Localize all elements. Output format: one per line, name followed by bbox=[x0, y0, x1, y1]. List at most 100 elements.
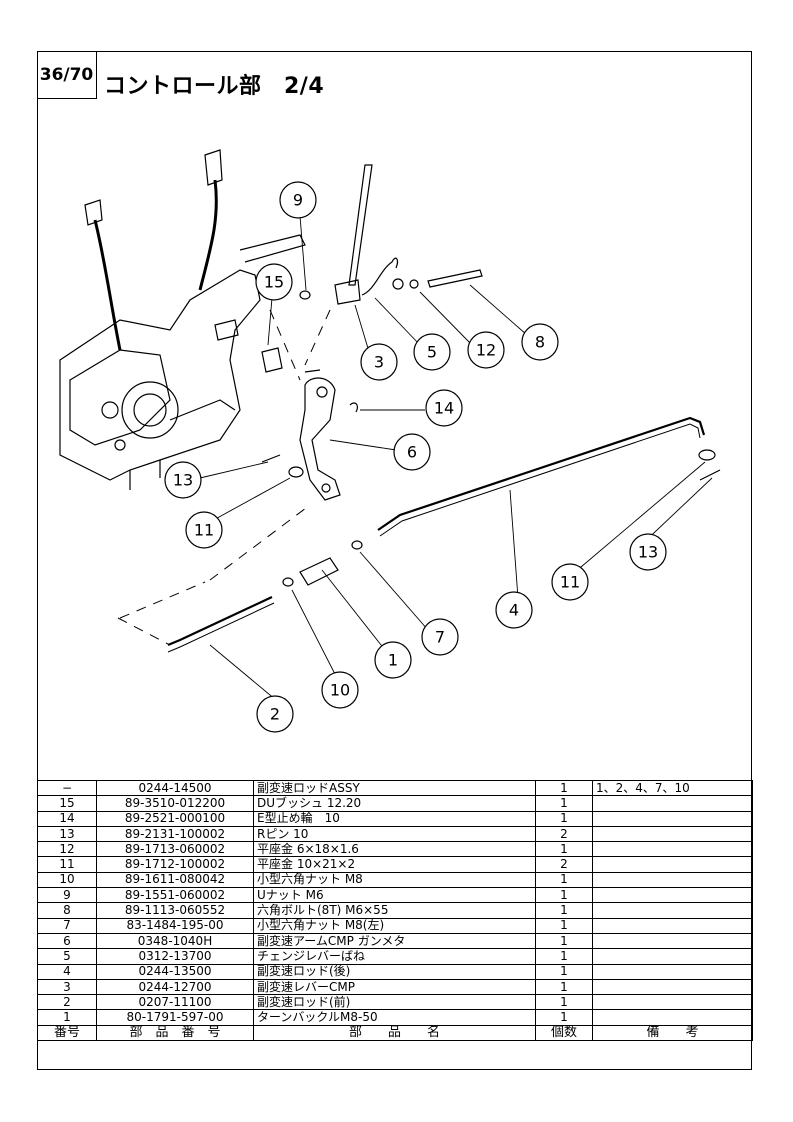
col-header-qty: 個数 bbox=[535, 1024, 593, 1042]
cell-remarks: 1、2、4、7、10 bbox=[592, 779, 753, 797]
page-frame bbox=[37, 51, 752, 1070]
cell-remarks bbox=[592, 887, 753, 904]
col-header-part-name: 部 品 名 bbox=[253, 1024, 536, 1042]
cell-part-number: 89-1551-060002 bbox=[96, 887, 254, 904]
cell-remarks bbox=[592, 994, 753, 1011]
col-header-no: 番号 bbox=[37, 1024, 97, 1042]
cell-part-number: 89-1713-060002 bbox=[96, 841, 254, 858]
transmission-assembly-drawing bbox=[59, 149, 306, 490]
cell-part-number: 83-1484-195-00 bbox=[96, 917, 254, 934]
cell-remarks bbox=[592, 871, 753, 889]
col-header-remarks: 備 考 bbox=[592, 1024, 753, 1042]
cell-no: 14 bbox=[37, 810, 97, 827]
cell-remarks bbox=[592, 1009, 753, 1026]
cell-no: 3 bbox=[37, 978, 97, 996]
callout-number: 6 bbox=[407, 443, 417, 462]
callout-number: 13 bbox=[173, 471, 193, 490]
cell-no: 12 bbox=[37, 841, 97, 858]
callout-number: 11 bbox=[194, 521, 214, 540]
cell-part-name: 六角ボルト(8T) M6×55 bbox=[253, 902, 536, 919]
cell-qty: 1 bbox=[535, 887, 593, 904]
cell-part-name: Uナット M6 bbox=[253, 887, 536, 904]
cell-no: 10 bbox=[37, 871, 97, 889]
callout-number: 13 bbox=[638, 543, 658, 562]
cell-part-name: 副変速ロッド(前) bbox=[253, 994, 536, 1011]
cell-part-name: 平座金 10×21×2 bbox=[253, 856, 536, 873]
page-title: コントロール部 2/4 bbox=[104, 74, 325, 99]
cell-no: 9 bbox=[37, 887, 97, 904]
cell-qty: 1 bbox=[535, 779, 593, 797]
cell-qty: 2 bbox=[535, 856, 593, 873]
cell-no: 4 bbox=[37, 963, 97, 980]
cell-part-number: 0244-14500 bbox=[96, 779, 254, 797]
cell-no: 2 bbox=[37, 994, 97, 1011]
cell-part-name: チェンジレバーばね bbox=[253, 948, 536, 965]
cell-no: 8 bbox=[37, 902, 97, 919]
cell-qty: 1 bbox=[535, 948, 593, 965]
cell-part-name: 小型六角ナット M8(左) bbox=[253, 917, 536, 934]
cell-qty: 1 bbox=[535, 810, 593, 827]
cell-remarks bbox=[592, 902, 753, 919]
cell-qty: 1 bbox=[535, 917, 593, 934]
cell-part-name: ターンバックルM8-50 bbox=[253, 1009, 536, 1026]
cell-part-number: 89-1113-060552 bbox=[96, 902, 254, 919]
cell-part-name: DUブッシュ 12.20 bbox=[253, 795, 536, 812]
page-number: 36/70 bbox=[37, 51, 97, 99]
callout-number: 12 bbox=[476, 341, 496, 360]
cell-part-number: 89-1712-100002 bbox=[96, 856, 254, 873]
callout-number: 9 bbox=[293, 191, 303, 210]
small-parts-drawing bbox=[214, 257, 483, 373]
cell-no: 15 bbox=[37, 795, 97, 812]
cell-part-name: 副変速アームCMP ガンメタ bbox=[253, 932, 536, 950]
callout-circles bbox=[164, 181, 667, 733]
cell-part-number: 0312-13700 bbox=[96, 948, 254, 965]
cell-part-number: 89-2131-100002 bbox=[96, 825, 254, 843]
callout-number: 14 bbox=[434, 399, 454, 418]
cell-part-name: Rピン 10 bbox=[253, 825, 536, 843]
cell-qty: 1 bbox=[535, 795, 593, 812]
cell-part-name: E型止め輪 10 bbox=[253, 810, 536, 827]
cell-qty: 1 bbox=[535, 978, 593, 996]
exploded-parts-diagram: 9 15 3 5 12 8 14 6 13 11 4 11 13 7 1 10 … bbox=[59, 149, 721, 733]
cell-part-number: 89-2521-000100 bbox=[96, 810, 254, 827]
front-rod-drawing bbox=[167, 540, 363, 653]
shift-arm-drawing bbox=[299, 369, 359, 501]
table-header-row: 番号 部 品 番 号 部 品 名 個数 備 考 bbox=[37, 1024, 753, 1042]
callout-number: 11 bbox=[560, 573, 580, 592]
col-header-part-number: 部 品 番 号 bbox=[96, 1024, 254, 1042]
cell-remarks bbox=[592, 948, 753, 965]
callout-number: 3 bbox=[374, 353, 384, 372]
cell-remarks bbox=[592, 841, 753, 858]
cell-no: 1 bbox=[37, 1009, 97, 1026]
cell-remarks bbox=[592, 795, 753, 812]
callout-number: 7 bbox=[435, 628, 445, 647]
cell-part-number: 0207-11100 bbox=[96, 994, 254, 1011]
cell-no: 7 bbox=[37, 917, 97, 934]
cell-remarks bbox=[592, 963, 753, 980]
cell-qty: 1 bbox=[535, 932, 593, 950]
callout-number: 8 bbox=[535, 333, 545, 352]
callout-labels: 9 15 3 5 12 8 14 6 13 11 4 11 13 7 1 10 … bbox=[173, 191, 658, 724]
cell-no: 11 bbox=[37, 856, 97, 873]
cell-qty: 1 bbox=[535, 871, 593, 889]
cell-part-name: 副変速レバーCMP bbox=[253, 978, 536, 996]
callout-number: 2 bbox=[270, 705, 280, 724]
cell-part-name: 副変速ロッドASSY bbox=[253, 779, 536, 797]
cell-no: 5 bbox=[37, 948, 97, 965]
change-lever-drawing bbox=[334, 164, 373, 305]
cell-remarks bbox=[592, 978, 753, 996]
cell-part-number: 0244-12700 bbox=[96, 978, 254, 996]
